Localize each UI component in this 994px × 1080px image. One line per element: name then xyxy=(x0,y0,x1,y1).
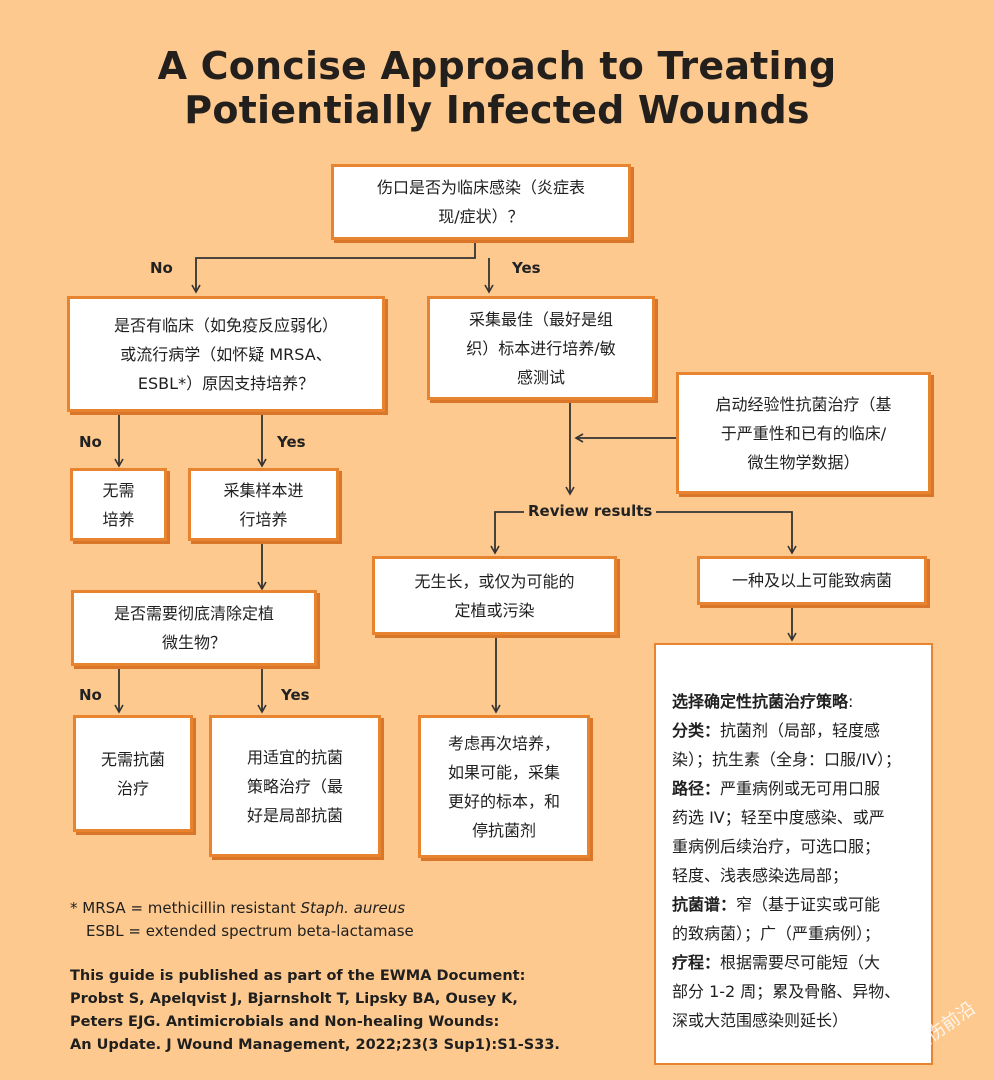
label-no-q2: No xyxy=(79,433,102,451)
node-no-culture: 无需培养 xyxy=(70,468,167,541)
label-yes-q2: Yes xyxy=(277,433,306,451)
abbreviation-footnote: * MRSA = methicillin resistant Staph. au… xyxy=(70,899,414,940)
label-no-q3: No xyxy=(79,686,102,704)
definitive-course-label: 疗程： xyxy=(672,953,721,972)
connector-q1-no xyxy=(191,240,476,294)
node-definitive-therapy: 选择确定性抗菌治疗策略: 分类：抗菌剂（局部，轻度感 染）；抗生素（全身：口服/… xyxy=(654,643,933,1065)
node-no-antimicrobial: 无需抗菌治疗 xyxy=(73,715,193,832)
citation: This guide is published as part of the E… xyxy=(70,968,560,1053)
label-yes-q1: Yes xyxy=(512,259,541,277)
label-yes-q3: Yes xyxy=(281,686,310,704)
node-eradicate-question: 是否需要彻底清除定植微生物？ xyxy=(71,590,317,666)
node-pathogen: 一种及以上可能致病菌 xyxy=(697,556,927,605)
node-collect-best-specimen: 采集最佳（最好是组织）标本进行培养/敏感测试 xyxy=(427,296,655,400)
node-reconsider-culture: 考虑再次培养，如果可能，采集更好的标本，和停抗菌剂 xyxy=(418,715,590,858)
definitive-route-label: 路径： xyxy=(672,779,721,798)
connector-review-right xyxy=(642,511,797,555)
connector-review-left xyxy=(490,511,528,555)
page-title: A Concise Approach to Treating Potientia… xyxy=(0,44,994,132)
node-clinical-infection-question: 伤口是否为临床感染（炎症表现/症状）？ xyxy=(331,164,631,240)
title-line-2: Potientially Infected Wounds xyxy=(184,88,810,132)
node-no-growth: 无生长，或仅为可能的定植或污染 xyxy=(372,556,617,635)
node-culture-justification-question: 是否有临床（如免疫反应弱化）或流行病学（如怀疑 MRSA、ESBL*）原因支持培… xyxy=(67,296,385,412)
label-review-results: Review results xyxy=(524,502,657,520)
definitive-spectrum-label: 抗菌谱： xyxy=(672,895,737,914)
node-collect-sample: 采集样本进行培养 xyxy=(188,468,339,541)
node-empiric-therapy: 启动经验性抗菌治疗（基于严重性和已有的临床/微生物学数据） xyxy=(676,372,931,494)
definitive-heading: 选择确定性抗菌治疗策略 xyxy=(672,692,849,711)
title-line-1: A Concise Approach to Treating xyxy=(157,44,837,88)
label-no-q1: No xyxy=(150,259,173,277)
definitive-class-label: 分类： xyxy=(672,721,721,740)
node-appropriate-treatment: 用适宜的抗菌策略治疗（最好是局部抗菌 xyxy=(209,715,381,857)
